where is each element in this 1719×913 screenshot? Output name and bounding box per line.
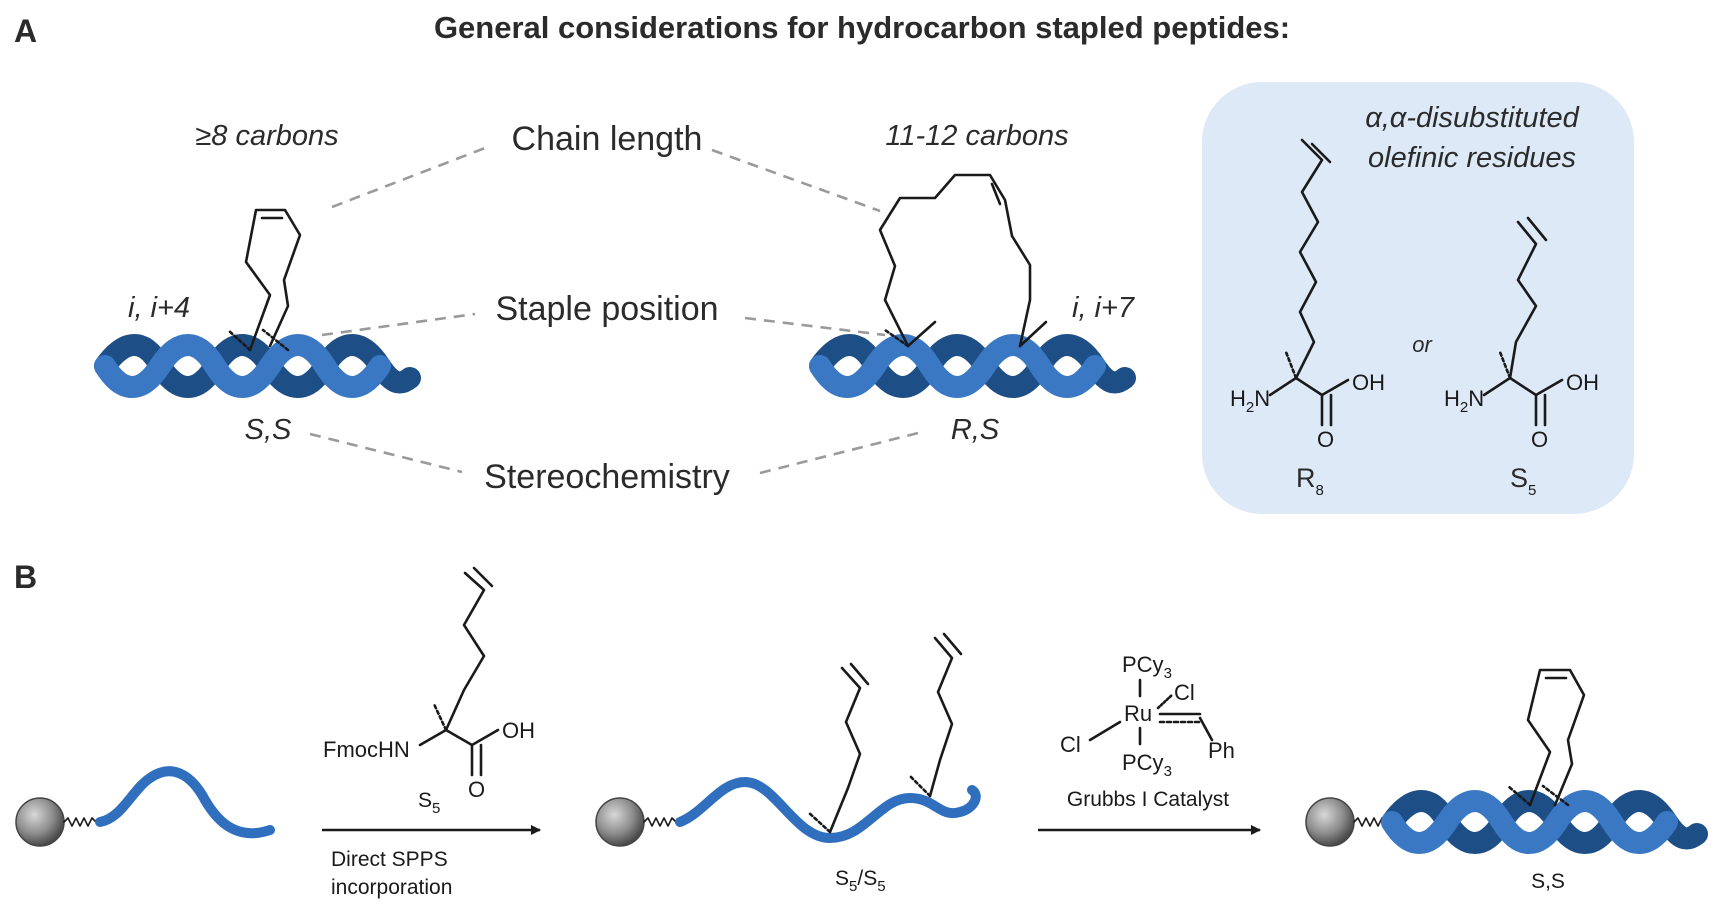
catalyst-pcy3-top: PCy3 — [1122, 652, 1172, 682]
stereochemistry-label: Stereochemistry — [484, 458, 730, 496]
s5-reagent-carbonyl: O — [468, 777, 485, 802]
right-stereo: R,S — [951, 414, 1000, 446]
product-stereo-label: S,S — [1531, 870, 1565, 893]
left-carbon-count: ≥8 carbons — [195, 120, 338, 152]
panel-a-letter: A — [14, 13, 37, 49]
resin-peptide-start — [15, 766, 275, 847]
s5-amine: H2N — [1444, 386, 1484, 416]
right-stapled-helix: 11-12 carbons i, i+7 R,S — [809, 120, 1136, 446]
s5-carbonyl: O — [1531, 427, 1548, 452]
right-staple-position: i, i+7 — [1072, 292, 1136, 324]
s5-acid: OH — [1566, 370, 1599, 395]
residues-box-background — [1202, 82, 1634, 514]
olefinic-residues-box: α,α-disubstituted olefinic residues H2N … — [1202, 82, 1634, 514]
catalyst-phenyl: Ph — [1208, 738, 1235, 763]
resin-bead — [595, 797, 645, 847]
right-carbon-count: 11-12 carbons — [885, 120, 1068, 152]
consideration-connectors — [309, 146, 923, 475]
catalyst-pcy3-bottom: PCy3 — [1122, 750, 1172, 780]
unfolded-peptide — [95, 766, 275, 839]
catalyst-cl-left: Cl — [1060, 732, 1081, 757]
r8-structure: H2N OH O R8 — [1230, 138, 1385, 499]
left-stapled-helix: ≥8 carbons i, i+4 S,S — [94, 120, 421, 446]
resin-bead — [1305, 797, 1355, 847]
spps-step-line1: Direct SPPS — [331, 848, 448, 871]
panel-b-letter: B — [14, 559, 37, 595]
olefin-peptide — [675, 776, 981, 844]
right-hydrocarbon-staple — [878, 173, 1048, 348]
intermediate-label: S5/S5 — [835, 867, 886, 895]
r8-amine: H2N — [1230, 386, 1270, 416]
resin-bead — [15, 797, 65, 847]
product-helix-ribbon — [1381, 790, 1708, 854]
spps-step-line2: incorporation — [331, 876, 452, 899]
grubbs-catalyst-label: Grubbs I Catalyst — [1067, 788, 1229, 811]
figure-title: General considerations for hydrocarbon s… — [434, 10, 1290, 45]
r8-carbonyl: O — [1317, 427, 1334, 452]
left-hydrocarbon-staple — [226, 208, 302, 352]
catalyst-cl-top: Cl — [1174, 680, 1195, 705]
r8-label: R8 — [1296, 463, 1324, 499]
grubbs-catalyst-structure: PCy3 Ru Cl Cl Ph PCy3 — [1060, 652, 1235, 780]
chain-length-label: Chain length — [512, 120, 703, 158]
left-stereo: S,S — [245, 414, 292, 446]
resin-stapled-product — [1305, 668, 1708, 854]
s5-reagent-fmoc: FmocHN — [323, 737, 410, 762]
s5-reagent-label: S5 — [418, 789, 440, 817]
s5-reagent: FmocHN OH O S5 — [323, 566, 535, 817]
resin-peptide-intermediate — [595, 632, 981, 847]
s5-reagent-acid: OH — [502, 718, 535, 743]
right-helix-ribbon — [809, 334, 1136, 398]
residues-box-title-line2: olefinic residues — [1368, 142, 1576, 174]
s5-structure: H2N OH O S5 — [1444, 216, 1599, 499]
or-label: or — [1412, 332, 1433, 357]
r8-acid: OH — [1352, 370, 1385, 395]
product-hydrocarbon-staple — [1506, 668, 1586, 807]
s5-label: S5 — [1510, 463, 1536, 499]
catalyst-ruthenium: Ru — [1124, 701, 1152, 726]
left-helix-ribbon — [94, 334, 421, 398]
residues-box-title-line1: α,α-disubstituted — [1365, 102, 1579, 134]
left-staple-position: i, i+4 — [128, 292, 190, 324]
staple-position-label: Staple position — [495, 290, 718, 328]
